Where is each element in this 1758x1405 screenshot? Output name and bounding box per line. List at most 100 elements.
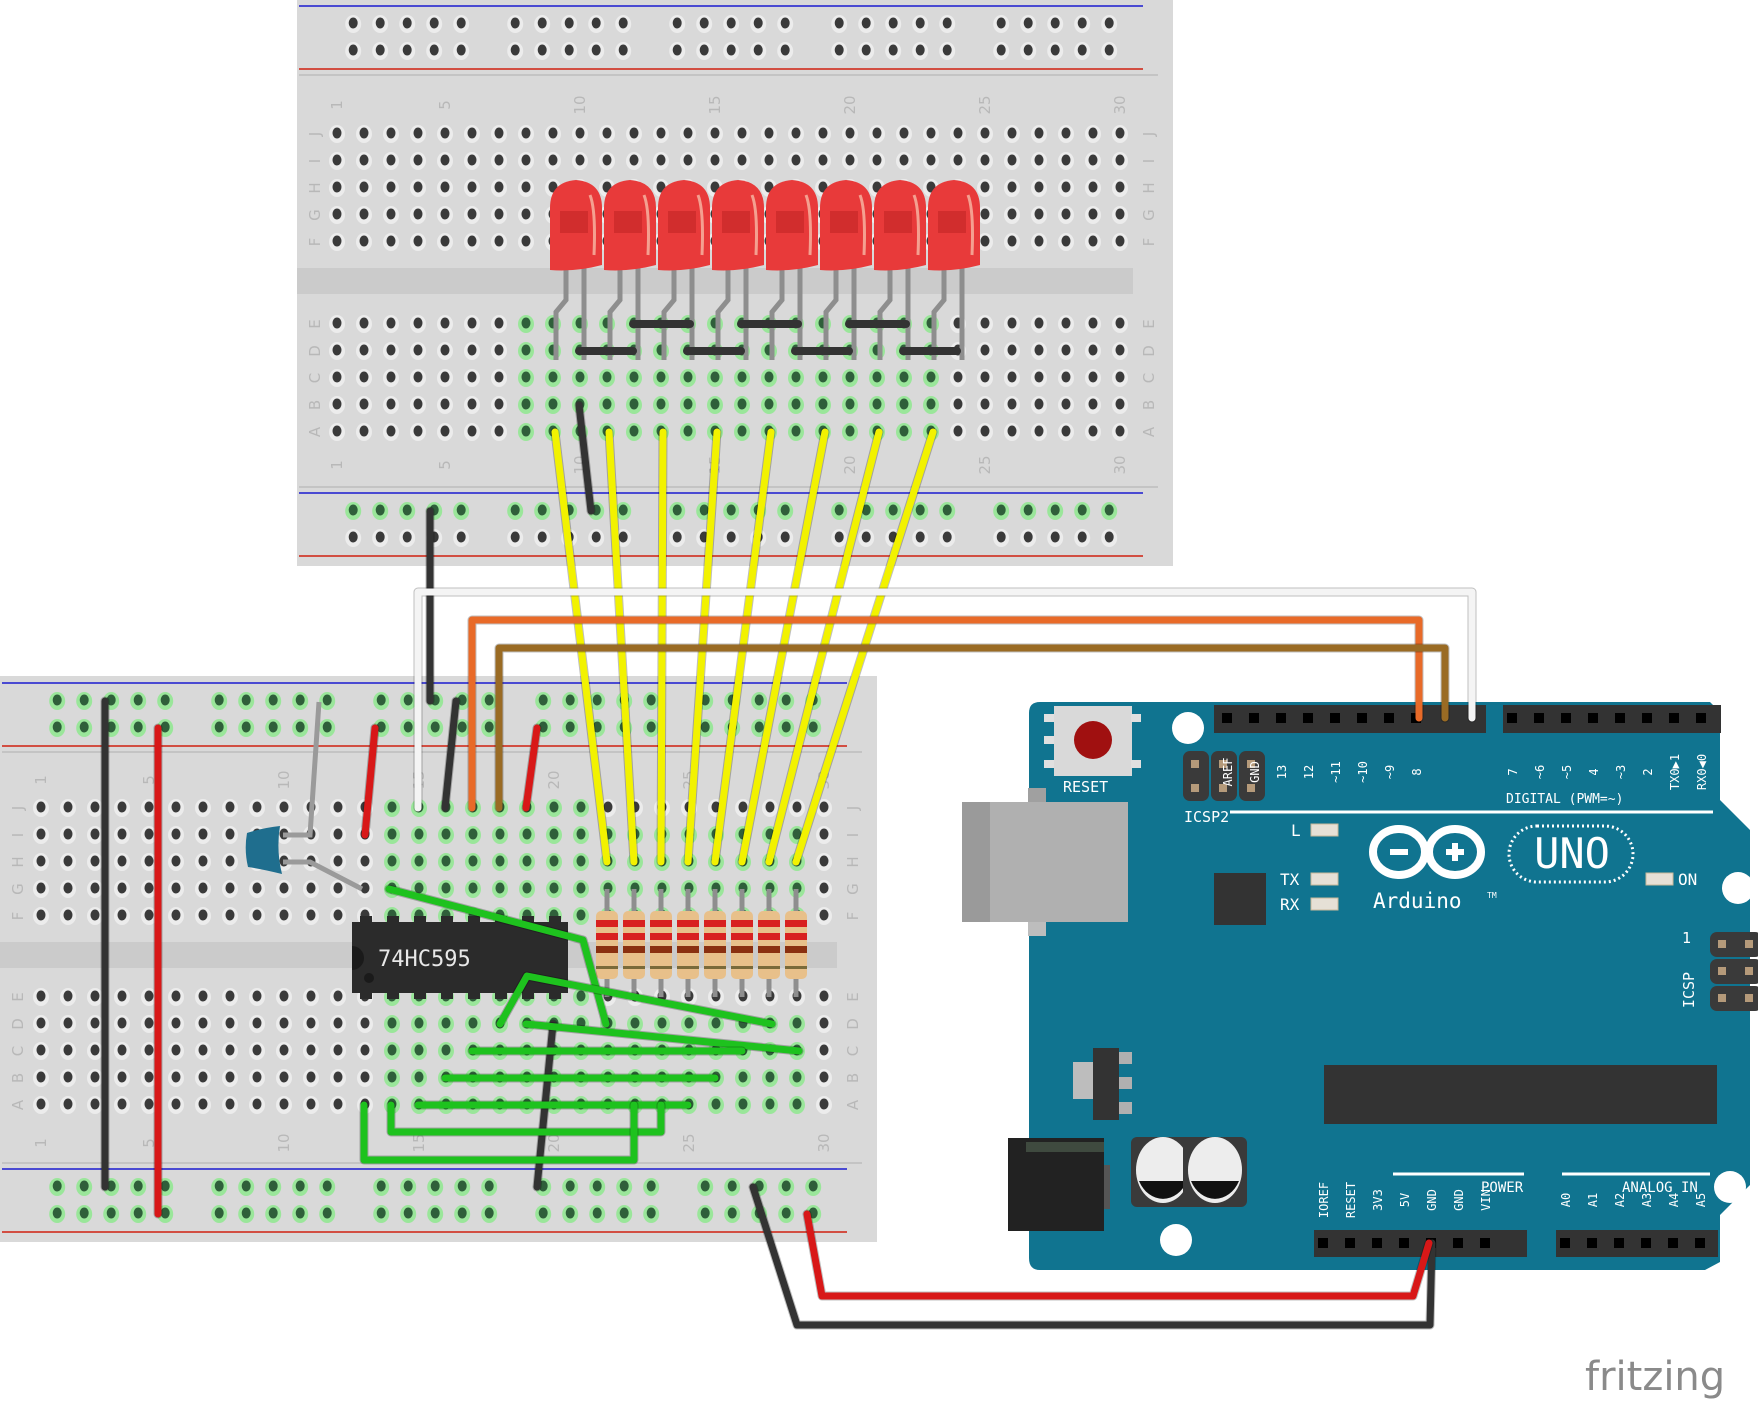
breadboard-hole[interactable] bbox=[538, 721, 548, 733]
breadboard-hole[interactable] bbox=[1061, 208, 1071, 220]
breadboard-hole[interactable] bbox=[90, 882, 100, 894]
breadboard-hole[interactable] bbox=[592, 694, 602, 706]
breadboard-hole[interactable] bbox=[63, 909, 73, 921]
breadboard-hole[interactable] bbox=[738, 1071, 748, 1083]
breadboard-hole[interactable] bbox=[441, 1044, 451, 1056]
breadboard-hole[interactable] bbox=[52, 721, 62, 733]
breadboard-hole[interactable] bbox=[467, 344, 477, 356]
breadboard-hole[interactable] bbox=[198, 1044, 208, 1056]
breadboard-hole[interactable] bbox=[171, 855, 181, 867]
breadboard-hole[interactable] bbox=[279, 990, 289, 1002]
breadboard-hole[interactable] bbox=[348, 531, 358, 543]
breadboard-hole[interactable] bbox=[359, 371, 369, 383]
breadboard-hole[interactable] bbox=[467, 235, 477, 247]
breadboard-hole[interactable] bbox=[656, 371, 666, 383]
breadboard-hole[interactable] bbox=[467, 425, 477, 437]
breadboard-hole[interactable] bbox=[359, 317, 369, 329]
breadboard-hole[interactable] bbox=[252, 909, 262, 921]
breadboard-hole[interactable] bbox=[699, 504, 709, 516]
breadboard-hole[interactable] bbox=[133, 721, 143, 733]
breadboard-hole[interactable] bbox=[980, 154, 990, 166]
breadboard-hole[interactable] bbox=[332, 317, 342, 329]
breadboard-hole[interactable] bbox=[332, 235, 342, 247]
breadboard-hole[interactable] bbox=[225, 855, 235, 867]
breadboard-hole[interactable] bbox=[348, 17, 358, 29]
breadboard-hole[interactable] bbox=[306, 1098, 316, 1110]
breadboard-hole[interactable] bbox=[79, 1207, 89, 1219]
breadboard-hole[interactable] bbox=[414, 1017, 424, 1029]
breadboard-hole[interactable] bbox=[198, 882, 208, 894]
breadboard-hole[interactable] bbox=[359, 181, 369, 193]
breadboard-hole[interactable] bbox=[413, 235, 423, 247]
breadboard-hole[interactable] bbox=[565, 721, 575, 733]
breadboard-hole[interactable] bbox=[538, 1180, 548, 1192]
breadboard-hole[interactable] bbox=[171, 1098, 181, 1110]
header-socket[interactable] bbox=[1303, 713, 1313, 723]
breadboard-hole[interactable] bbox=[888, 17, 898, 29]
breadboard-hole[interactable] bbox=[36, 1017, 46, 1029]
breadboard-hole[interactable] bbox=[980, 425, 990, 437]
breadboard-hole[interactable] bbox=[521, 398, 531, 410]
breadboard-hole[interactable] bbox=[700, 1207, 710, 1219]
breadboard-hole[interactable] bbox=[629, 154, 639, 166]
breadboard-hole[interactable] bbox=[456, 17, 466, 29]
breadboard-hole[interactable] bbox=[1088, 127, 1098, 139]
breadboard-hole[interactable] bbox=[1104, 17, 1114, 29]
breadboard-hole[interactable] bbox=[726, 44, 736, 56]
breadboard-hole[interactable] bbox=[953, 398, 963, 410]
breadboard-hole[interactable] bbox=[834, 17, 844, 29]
breadboard-hole[interactable] bbox=[602, 398, 612, 410]
breadboard-hole[interactable] bbox=[402, 504, 412, 516]
breadboard-hole[interactable] bbox=[467, 398, 477, 410]
breadboard-hole[interactable] bbox=[268, 694, 278, 706]
breadboard-hole[interactable] bbox=[375, 17, 385, 29]
breadboard-hole[interactable] bbox=[1034, 425, 1044, 437]
breadboard-hole[interactable] bbox=[171, 1071, 181, 1083]
header-socket[interactable] bbox=[1534, 713, 1544, 723]
breadboard-hole[interactable] bbox=[63, 855, 73, 867]
breadboard-hole[interactable] bbox=[656, 154, 666, 166]
breadboard-hole[interactable] bbox=[440, 127, 450, 139]
breadboard-hole[interactable] bbox=[980, 317, 990, 329]
breadboard-hole[interactable] bbox=[375, 44, 385, 56]
breadboard-hole[interactable] bbox=[403, 1207, 413, 1219]
breadboard-hole[interactable] bbox=[818, 398, 828, 410]
breadboard-hole[interactable] bbox=[1050, 44, 1060, 56]
breadboard-hole[interactable] bbox=[468, 855, 478, 867]
breadboard-hole[interactable] bbox=[484, 1207, 494, 1219]
breadboard-hole[interactable] bbox=[1088, 398, 1098, 410]
breadboard-hole[interactable] bbox=[117, 1044, 127, 1056]
breadboard-hole[interactable] bbox=[359, 127, 369, 139]
breadboard-hole[interactable] bbox=[387, 801, 397, 813]
breadboard-hole[interactable] bbox=[36, 855, 46, 867]
breadboard-hole[interactable] bbox=[468, 1017, 478, 1029]
breadboard-hole[interactable] bbox=[441, 855, 451, 867]
breadboard-hole[interactable] bbox=[646, 1180, 656, 1192]
breadboard-hole[interactable] bbox=[52, 694, 62, 706]
breadboard-hole[interactable] bbox=[1034, 154, 1044, 166]
wire-red-5v[interactable] bbox=[803, 1210, 1433, 1300]
breadboard-hole[interactable] bbox=[106, 1207, 116, 1219]
breadboard-hole[interactable] bbox=[360, 1044, 370, 1056]
breadboard-hole[interactable] bbox=[915, 531, 925, 543]
breadboard-hole[interactable] bbox=[1007, 344, 1017, 356]
breadboard-hole[interactable] bbox=[792, 1071, 802, 1083]
breadboard-hole[interactable] bbox=[683, 398, 693, 410]
breadboard-hole[interactable] bbox=[738, 1098, 748, 1110]
breadboard-hole[interactable] bbox=[198, 1098, 208, 1110]
breadboard-hole[interactable] bbox=[549, 882, 559, 894]
header-socket[interactable] bbox=[1642, 713, 1652, 723]
breadboard-hole[interactable] bbox=[387, 828, 397, 840]
breadboard-hole[interactable] bbox=[646, 694, 656, 706]
breadboard-hole[interactable] bbox=[386, 371, 396, 383]
breadboard-hole[interactable] bbox=[980, 208, 990, 220]
breadboard-hole[interactable] bbox=[414, 828, 424, 840]
breadboard-hole[interactable] bbox=[414, 855, 424, 867]
breadboard-hole[interactable] bbox=[494, 371, 504, 383]
breadboard-hole[interactable] bbox=[1115, 181, 1125, 193]
breadboard-hole[interactable] bbox=[819, 1044, 829, 1056]
wire-orange[interactable] bbox=[468, 616, 1423, 812]
breadboard-hole[interactable] bbox=[440, 344, 450, 356]
header-socket[interactable] bbox=[1588, 713, 1598, 723]
wire-green[interactable] bbox=[385, 885, 610, 1028]
